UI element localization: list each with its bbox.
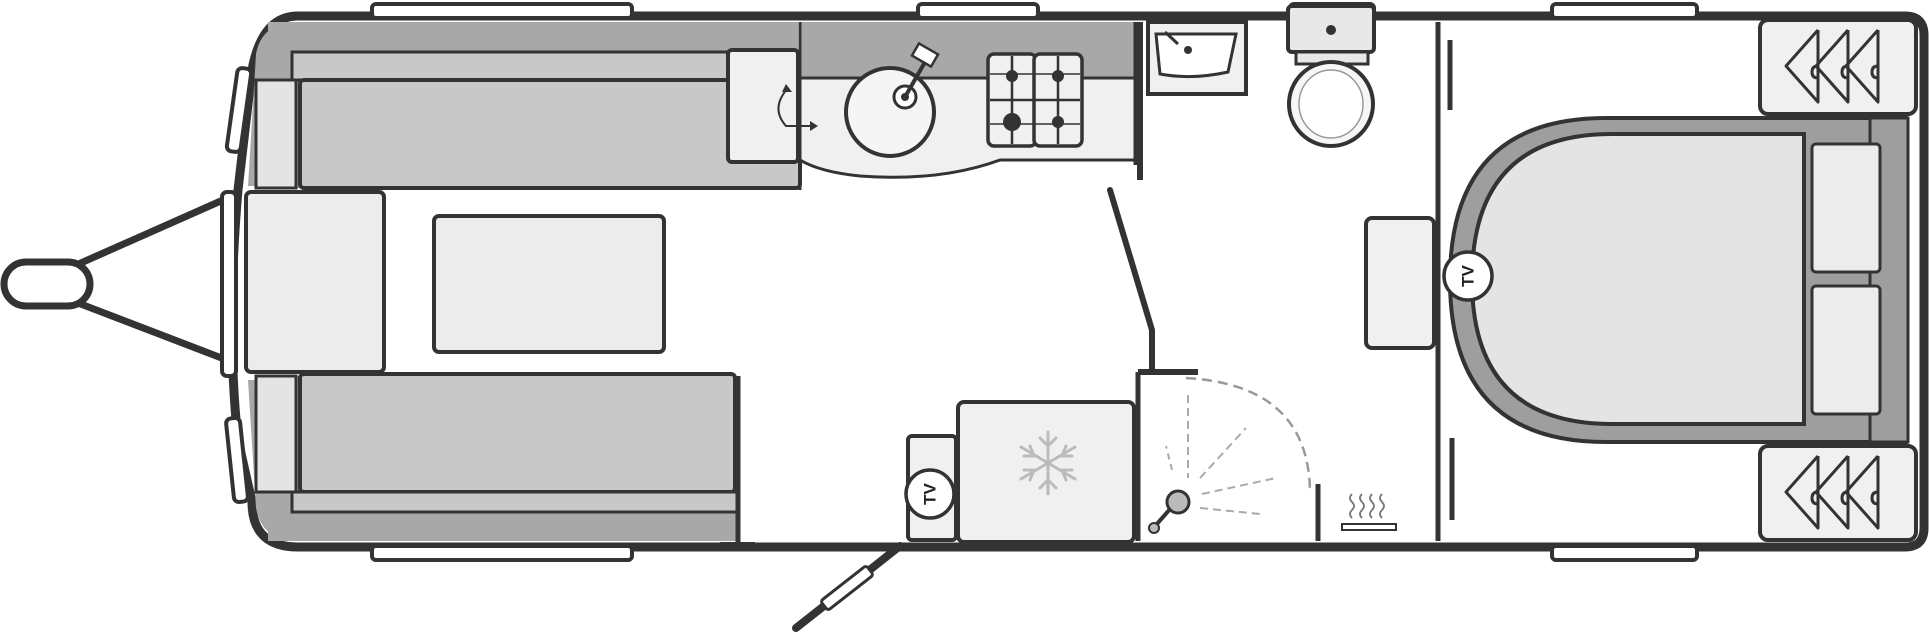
bedside-cabinet bbox=[1364, 216, 1436, 350]
bed-mattress bbox=[1469, 132, 1806, 426]
kitchen bbox=[726, 22, 1139, 190]
clothes-hanger-icon bbox=[1784, 455, 1880, 530]
wardrobe-top bbox=[1758, 18, 1918, 116]
heater-icon bbox=[1341, 493, 1397, 531]
sofa-backrest-top bbox=[290, 50, 802, 82]
front-chest bbox=[244, 190, 386, 374]
tv-label-bedroom: TV bbox=[1459, 264, 1478, 286]
window-top-4 bbox=[1550, 2, 1699, 20]
clothes-hanger-icon bbox=[1784, 29, 1880, 104]
window-bottom-1 bbox=[370, 544, 634, 562]
bedroom: TV bbox=[1364, 18, 1918, 542]
shower-head-icon bbox=[1148, 395, 1277, 534]
gas-hob-icon bbox=[986, 52, 1084, 148]
sofa-seat-bottom bbox=[298, 372, 737, 494]
tv-label-front: TV bbox=[921, 482, 940, 504]
entrance-door bbox=[792, 542, 904, 632]
corner-cabinet bbox=[726, 48, 800, 164]
tap-icon bbox=[777, 87, 812, 127]
tow-hitch bbox=[0, 192, 236, 366]
sink-icon bbox=[844, 41, 940, 158]
snowflake-icon bbox=[1019, 430, 1077, 496]
washroom-door bbox=[1107, 187, 1155, 333]
fridge-unit: TV bbox=[904, 400, 1136, 544]
toilet-icon bbox=[1286, 4, 1376, 148]
lounge-table bbox=[432, 214, 666, 354]
wardrobe-bottom bbox=[1758, 444, 1918, 542]
tv-icon-front bbox=[904, 468, 956, 520]
front-seat-top bbox=[254, 78, 298, 190]
sofa-seat-top bbox=[298, 78, 802, 190]
shower-cubicle bbox=[1135, 369, 1397, 541]
front-seat-bottom bbox=[254, 374, 298, 494]
washroom bbox=[1107, 4, 1455, 541]
window-bottom-2 bbox=[1550, 544, 1699, 562]
front-window-top bbox=[224, 66, 254, 154]
washbasin-icon bbox=[1146, 20, 1248, 96]
window-top-1 bbox=[370, 2, 634, 20]
tv-icon-bedroom bbox=[1442, 250, 1494, 302]
front-window-bottom bbox=[224, 415, 250, 505]
front-window-middle bbox=[220, 190, 238, 378]
window-top-2 bbox=[916, 2, 1040, 20]
sofa-backrest-bottom bbox=[290, 490, 740, 514]
front-lounge bbox=[244, 22, 802, 548]
